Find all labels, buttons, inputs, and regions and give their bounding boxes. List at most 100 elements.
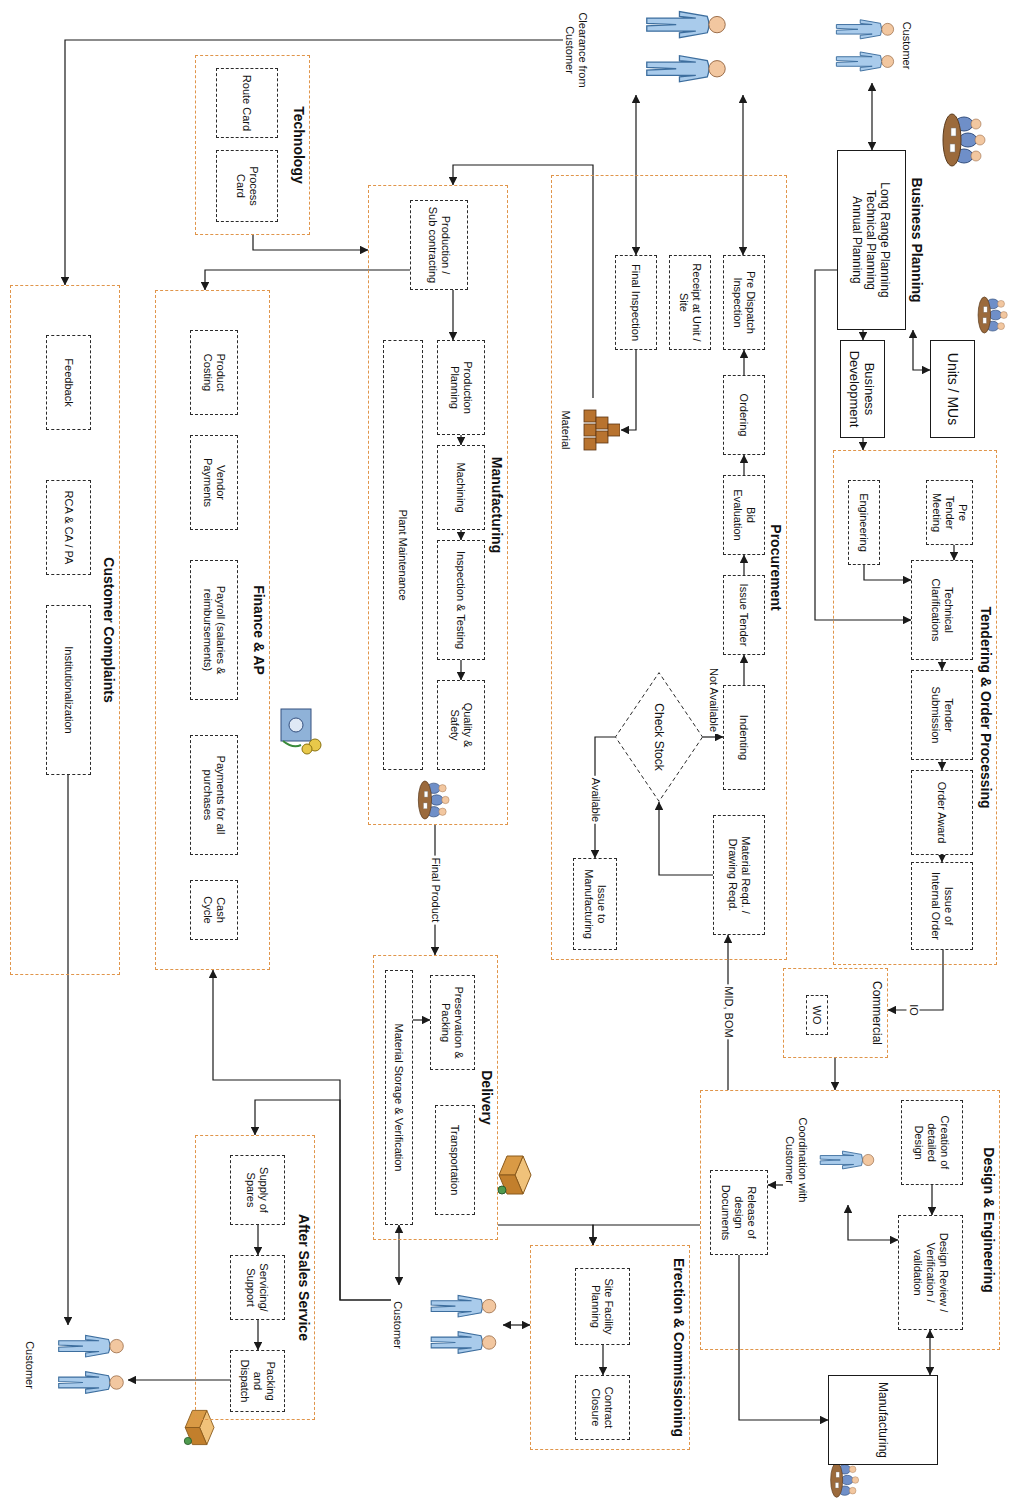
flow-connector bbox=[941, 660, 942, 670]
process-box: Site Facility Planning bbox=[575, 1268, 630, 1345]
flow-connector bbox=[659, 802, 713, 875]
flow-connector bbox=[953, 545, 954, 560]
flow-connector bbox=[205, 270, 410, 290]
diamond-shape bbox=[615, 673, 702, 802]
group-title: Tendering & Order Processing bbox=[978, 451, 996, 964]
actor-figure: Coordination with Customer bbox=[783, 1115, 878, 1205]
flow-connector bbox=[913, 330, 930, 370]
group-title: Manufacturing bbox=[489, 186, 507, 824]
process-box: Design Review / Verification / validatio… bbox=[898, 1215, 963, 1330]
flow-connector bbox=[848, 1205, 898, 1240]
process-box: Production Planning bbox=[437, 340, 485, 435]
flow-connector bbox=[498, 1225, 593, 1245]
box-label: Order Award bbox=[936, 782, 949, 844]
flow-connector bbox=[941, 855, 942, 862]
process-box: Inspection & Testing bbox=[437, 540, 485, 660]
process-box: Bid Evaluation bbox=[723, 475, 765, 555]
box-label: Packing and Dispatch bbox=[238, 1356, 277, 1406]
process-box: Payroll (salaries & reimbursements) bbox=[190, 560, 238, 700]
box-label: Cash Cycle bbox=[201, 886, 227, 934]
flow-connector bbox=[460, 660, 461, 680]
package-icon bbox=[184, 1410, 214, 1444]
process-box: Pre Dispatch Inspection bbox=[723, 255, 765, 350]
process-box: Order Award bbox=[911, 770, 973, 855]
process-box: Preservation & Packing bbox=[430, 975, 475, 1070]
flow-connector bbox=[743, 555, 744, 575]
box-label: Engineering bbox=[858, 493, 871, 552]
box-label: Route Card bbox=[241, 75, 254, 131]
flow-connector bbox=[593, 1225, 700, 1245]
process-box: Technical Clarifications bbox=[911, 560, 973, 660]
box-label: Feedback bbox=[62, 358, 75, 406]
decision-diamond: Check Stock bbox=[615, 672, 703, 802]
flow-connector bbox=[67, 775, 68, 1325]
actor-label: Clearance from Customer bbox=[563, 5, 589, 95]
box-label: Material Storage & Verification bbox=[393, 1024, 406, 1172]
group-title: Customer Complaints bbox=[101, 286, 119, 974]
box-label: Preservation & Packing bbox=[440, 981, 466, 1064]
group-title: Design & Engineering bbox=[981, 1091, 999, 1349]
box-label: Indenting bbox=[738, 715, 751, 760]
box-label: Institutionalization bbox=[62, 646, 75, 733]
connector-label: Available bbox=[589, 776, 602, 824]
process-box: WO bbox=[806, 995, 828, 1035]
box-label: Pre Tender Meeting bbox=[930, 486, 969, 539]
flow-connector bbox=[862, 330, 863, 340]
flow-connector bbox=[743, 655, 744, 685]
box-label: Check Stock bbox=[652, 703, 666, 770]
group-title: Procurement bbox=[768, 176, 786, 959]
actor-label: Customer bbox=[391, 1301, 404, 1349]
process-box: Supply of Spares bbox=[230, 1155, 285, 1225]
process-box: Process Card bbox=[216, 150, 278, 222]
package-icon bbox=[498, 1156, 531, 1194]
group-title: Business Planning bbox=[906, 150, 925, 330]
customer-figure bbox=[647, 12, 725, 82]
box-label: Ordering bbox=[738, 394, 751, 437]
meeting-icon bbox=[943, 114, 985, 166]
group-title: Erection & Commissioning bbox=[671, 1246, 689, 1449]
process-box: Contract Closure bbox=[575, 1375, 630, 1440]
process-box: Receipt at Unit / Site bbox=[669, 255, 711, 350]
process-box: Issue of Internal Order bbox=[911, 862, 973, 950]
box-label: Creation of detailed Design bbox=[913, 1106, 952, 1179]
group-title: Delivery bbox=[479, 956, 497, 1239]
process-box: Plant Maintenance bbox=[383, 340, 423, 770]
process-box: Packing and Dispatch bbox=[230, 1350, 285, 1412]
process-box: Servicing/ Support bbox=[230, 1255, 285, 1320]
box-label: Manufacturing bbox=[876, 1382, 891, 1458]
material-icon bbox=[584, 410, 620, 450]
actor-label: Coordination with Customer bbox=[783, 1115, 809, 1205]
group-title: Commercial bbox=[870, 969, 887, 1057]
box-label: Issue to Manufacturing bbox=[582, 864, 608, 944]
flow-connector bbox=[621, 350, 636, 430]
box-label: Issue Tender bbox=[738, 584, 751, 647]
connector-label: IO bbox=[907, 1002, 920, 1018]
connector-label: Not Available bbox=[707, 666, 720, 734]
flow-connector bbox=[257, 1225, 258, 1255]
box-label: Servicing/ Support bbox=[245, 1261, 271, 1314]
process-box: Quality & Safety bbox=[437, 680, 485, 770]
actor-label: Material bbox=[559, 410, 572, 449]
process-box: Transportation bbox=[435, 1105, 475, 1215]
box-label: Bid Evaluation bbox=[731, 481, 757, 549]
flow-connector bbox=[834, 1058, 835, 1090]
box-label: Design Review / Verification / validatio… bbox=[911, 1221, 950, 1324]
group-box: Delivery Preservation & PackingTransporta… bbox=[373, 955, 498, 1240]
flow-connector bbox=[864, 565, 911, 580]
flow-connector bbox=[888, 950, 943, 1010]
box-label: Payments for all purchases bbox=[201, 741, 227, 849]
process-box: Feedback bbox=[46, 335, 91, 430]
process-box: RCA & CA / PA bbox=[46, 480, 91, 575]
flow-connector bbox=[739, 1255, 828, 1420]
process-box: Issue Tender bbox=[723, 575, 765, 655]
solid-box: Manufacturing bbox=[828, 1375, 938, 1465]
group-box: Design & Engineering Creation of detailed… bbox=[700, 1090, 1000, 1350]
planning-box: Business PlanningLong Range Planning Tec… bbox=[837, 150, 925, 330]
process-box: Cash Cycle bbox=[190, 880, 238, 940]
connector-label: MID, BOM bbox=[722, 984, 735, 1039]
actor-label: Customer bbox=[23, 1341, 36, 1389]
flow-connector bbox=[768, 1184, 783, 1185]
group-title: After Sales Service bbox=[296, 1136, 314, 1419]
group-box: ManufacturingProduction / Sub contractin… bbox=[368, 185, 508, 825]
